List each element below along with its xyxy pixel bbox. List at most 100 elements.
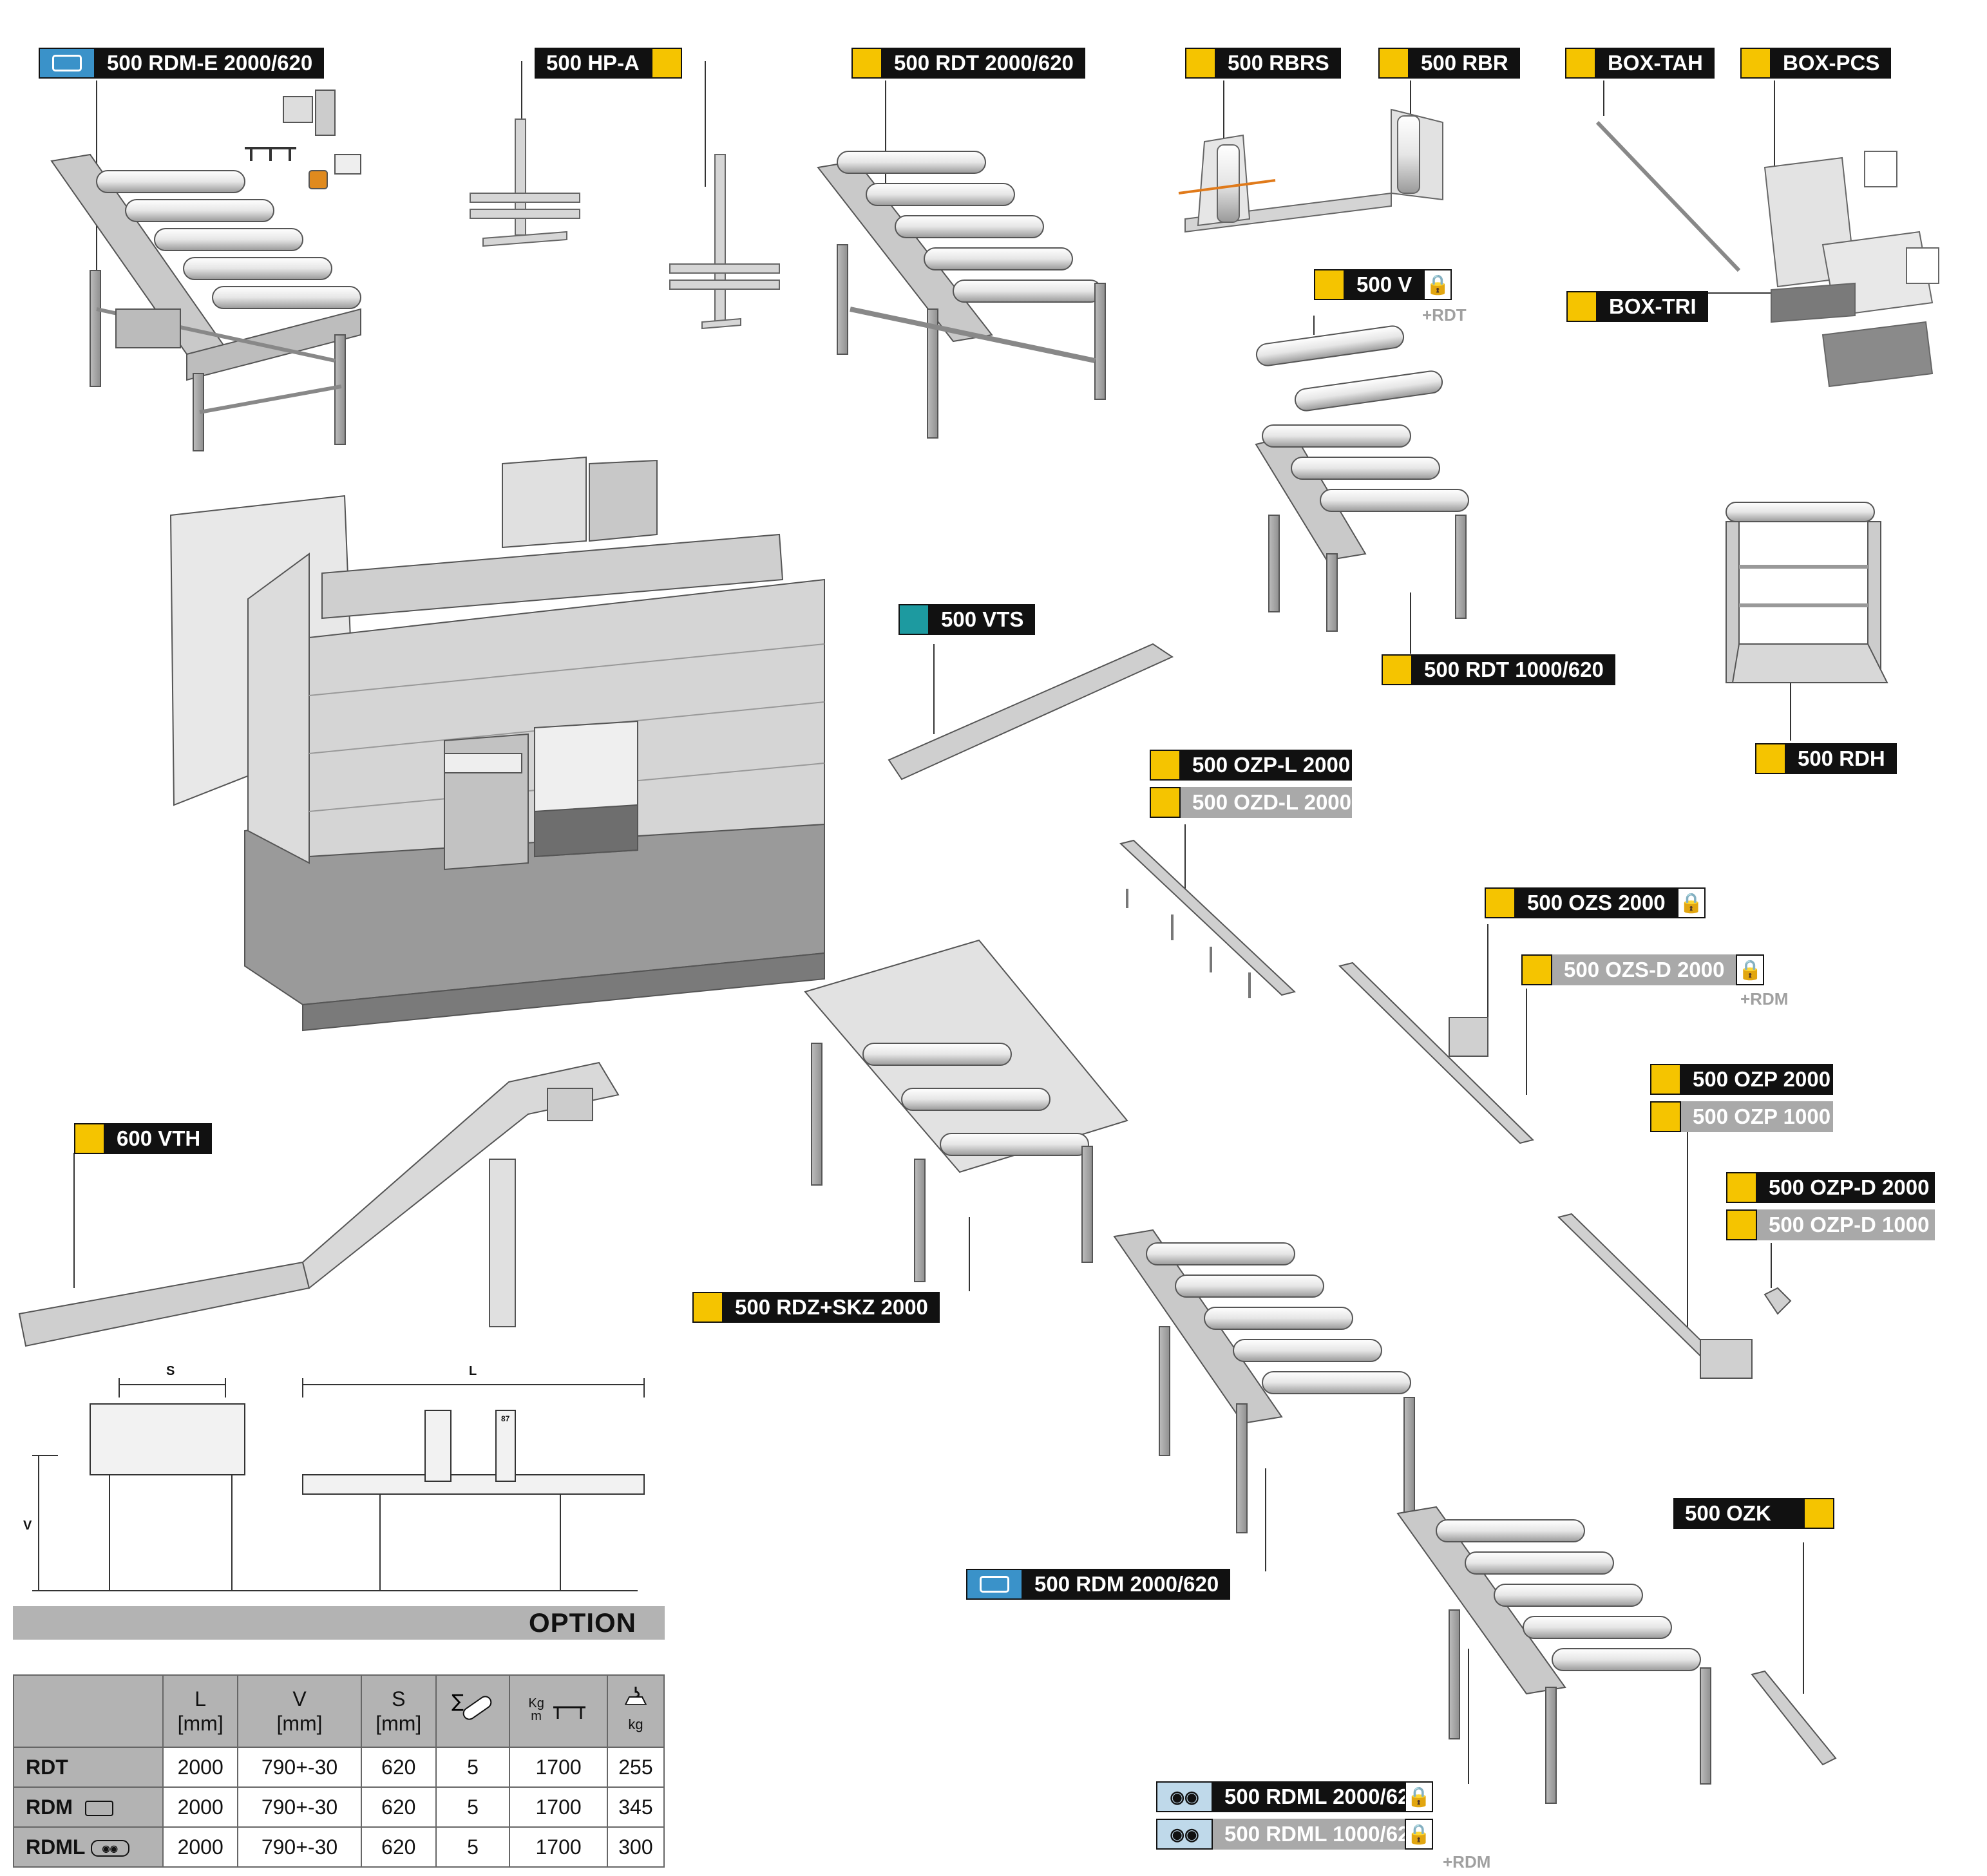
belt-icon: ◉◉ [90,1840,129,1857]
yellow-marker [1726,1172,1757,1203]
stops-ozs [1338,962,1534,1144]
lock-icon: 🔒 [1423,269,1452,300]
label-text: BOX-TAH [1596,48,1715,79]
row-name: RDM [13,1786,164,1828]
label-text: 500 RDT 2000/620 [882,48,1085,79]
note-plus-rdm-2: +RDM [1443,1852,1491,1871]
cell-v: 790+-30 [237,1786,362,1828]
stand-rdh [1726,502,1888,683]
cell-weight: 255 [606,1747,665,1788]
yellow-marker [1650,1064,1681,1095]
label-text: BOX-PCS [1771,48,1892,79]
bins-icon [1864,151,1897,187]
yellow-marker [1378,48,1409,79]
label-text: 500 VTS [929,604,1036,635]
lock-icon: 🔒 [1405,1819,1433,1850]
label-text: 500 OZS-D 2000 [1552,954,1736,985]
note-plus-rdm-1: +RDM [1740,989,1789,1009]
conveyor-rdt-2000 [817,151,1106,439]
lock-icon: 🔒 [1677,887,1706,918]
yellow-marker [1521,954,1552,985]
dimension-l: L [469,1364,477,1378]
cell-load: 1700 [509,1747,608,1788]
yellow-marker [1382,654,1412,685]
cell-load: 1700 [509,1826,608,1868]
table-row: RDM 2000 790+-30 620 5 1700 345 [13,1786,665,1828]
header-s: S[mm] [360,1674,437,1748]
label-text: 500 OZP 2000 [1681,1064,1833,1095]
motor-icon [966,1569,1023,1600]
label-text: 500 RDH [1786,743,1897,774]
cell-s: 620 [360,1747,437,1788]
label-v: 500 V 🔒 [1314,269,1452,300]
leader-ozs [1487,924,1527,1095]
cell-l: 2000 [162,1826,239,1868]
note-plus-rdt: +RDT [1422,305,1467,325]
header-v: V[mm] [237,1674,362,1748]
label-text: 500 RBR [1409,48,1520,79]
label-text: 500 OZD-L 2000 [1181,787,1352,818]
table-row: RDT 2000 790+-30 620 5 1700 255 [13,1747,665,1788]
conveyor-rdml [1396,1506,1711,1804]
teal-marker [898,604,929,635]
cell-load: 1700 [509,1786,608,1828]
label-ozp-2000: 500 OZP 2000 [1650,1064,1833,1095]
swarf-icon [1906,247,1939,284]
row-name: RDML ◉◉ [13,1826,164,1868]
label-ozp-d-2000: 500 OZP-D 2000 [1726,1172,1935,1203]
yellow-marker [651,48,682,79]
yellow-marker [1740,48,1771,79]
label-ozd-l: 500 OZD-L 2000 [1150,787,1352,818]
leader-box [1603,81,1775,174]
stops-ozp-l [1119,839,1297,998]
cell-s: 620 [360,1826,437,1868]
conveyor-rdm-e [50,90,361,451]
label-text: BOX-TRI [1597,291,1708,322]
lock-icon: 🔒 [1736,954,1765,985]
label-box-pcs: BOX-PCS [1740,48,1892,79]
motor-icon [39,48,95,79]
dimension-drawing [32,1378,645,1591]
label-text: 500 OZS 2000 [1516,887,1677,918]
yellow-marker [1565,48,1596,79]
row-name: RDT [13,1747,164,1788]
lock-icon: 🔒 [1405,1781,1433,1812]
label-rdml-1000: ◉◉ 500 RDML 1000/620 🔒 [1156,1819,1433,1850]
label-vts: 500 VTS [898,604,1036,635]
cell-count: 5 [435,1747,511,1788]
label-hp-a: 500 HP-A [535,48,682,79]
leader-ozp [1687,1114,1772,1327]
yellow-marker [1485,887,1516,918]
label-rdt-2000: 500 RDT 2000/620 [851,48,1085,79]
label-ozk: 500 OZK [1673,1498,1834,1529]
dimension-mark: 87 [501,1414,510,1423]
yellow-marker [1150,750,1181,781]
stops-ozp [1557,1213,1792,1379]
cell-s: 620 [360,1786,437,1828]
yellow-marker [1650,1101,1681,1132]
label-rdm-e: 500 RDM-E 2000/620 [39,48,325,79]
yellow-marker [1726,1209,1757,1240]
yellow-marker [1150,787,1181,818]
label-rdh: 500 RDH [1755,743,1897,774]
leader-rbrs [1223,81,1411,155]
label-rdz-skz: 500 RDZ+SKZ 2000 [692,1292,940,1323]
label-ozp-d-1000: 500 OZP-D 1000 [1726,1209,1935,1240]
label-rdm-2000: 500 RDM 2000/620 [966,1569,1231,1600]
table-row: RDML ◉◉ 2000 790+-30 620 5 1700 300 [13,1826,665,1868]
yellow-marker [74,1123,105,1154]
yellow-marker [1566,291,1597,322]
conveyor-rdm-2000 [1113,1229,1415,1533]
cell-v: 790+-30 [237,1747,362,1788]
label-text: 500 RDM 2000/620 [1023,1569,1231,1600]
cell-weight: 345 [606,1786,665,1828]
label-text: 500 OZK [1673,1498,1803,1529]
cell-l: 2000 [162,1786,239,1828]
hook-weight-icon: kg [606,1674,665,1748]
label-rdt-1000: 500 RDT 1000/620 [1382,654,1615,685]
label-text: 500 RBRS [1216,48,1341,79]
motor-icon [84,1801,113,1817]
label-ozp-l: 500 OZP-L 2000 [1150,750,1352,781]
